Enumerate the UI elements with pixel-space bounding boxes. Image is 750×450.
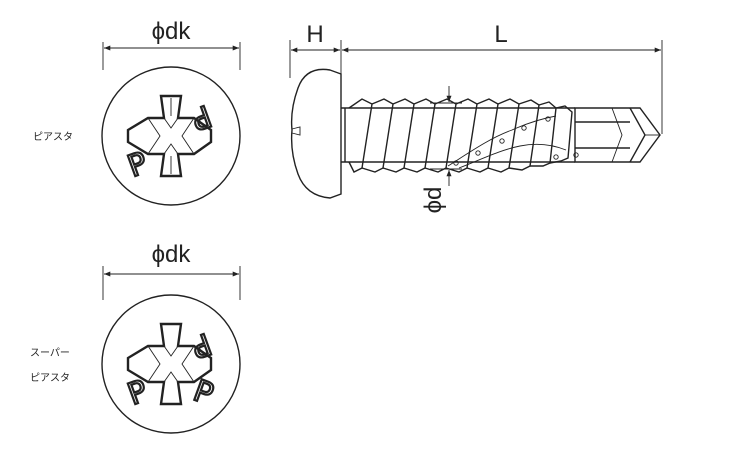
head-view-top: ϕdk P P ピアスタ [33, 18, 241, 206]
d-label: ϕd [420, 187, 447, 214]
thread-crests [348, 98, 573, 173]
mark-p-top: P [123, 146, 152, 185]
l-label: L [494, 21, 507, 48]
dk-label-bottom: ϕdk [152, 241, 192, 268]
cross-recess-top [126, 94, 213, 178]
thread-profile-line [447, 115, 567, 169]
screw-head-profile [290, 68, 342, 199]
head-outline-bottom [101, 294, 241, 434]
variant-label-2-line1: スーパー [30, 347, 70, 359]
head-outline-top [101, 66, 241, 206]
mark-p-bottom-left: P [123, 374, 152, 413]
dk-label-top: ϕdk [152, 18, 192, 45]
cross-recess-bottom [126, 322, 213, 406]
mark-p-bottom-right: P [189, 374, 218, 413]
head-view-bottom: ϕdk P P P スーパー ピアスタ [30, 241, 241, 434]
h-label: H [306, 21, 323, 48]
side-view: H L [289, 21, 663, 214]
drill-point-tip [574, 107, 661, 163]
variant-label-2-line2: ピアスタ [30, 372, 70, 384]
variant-label-1: ピアスタ [33, 131, 73, 143]
